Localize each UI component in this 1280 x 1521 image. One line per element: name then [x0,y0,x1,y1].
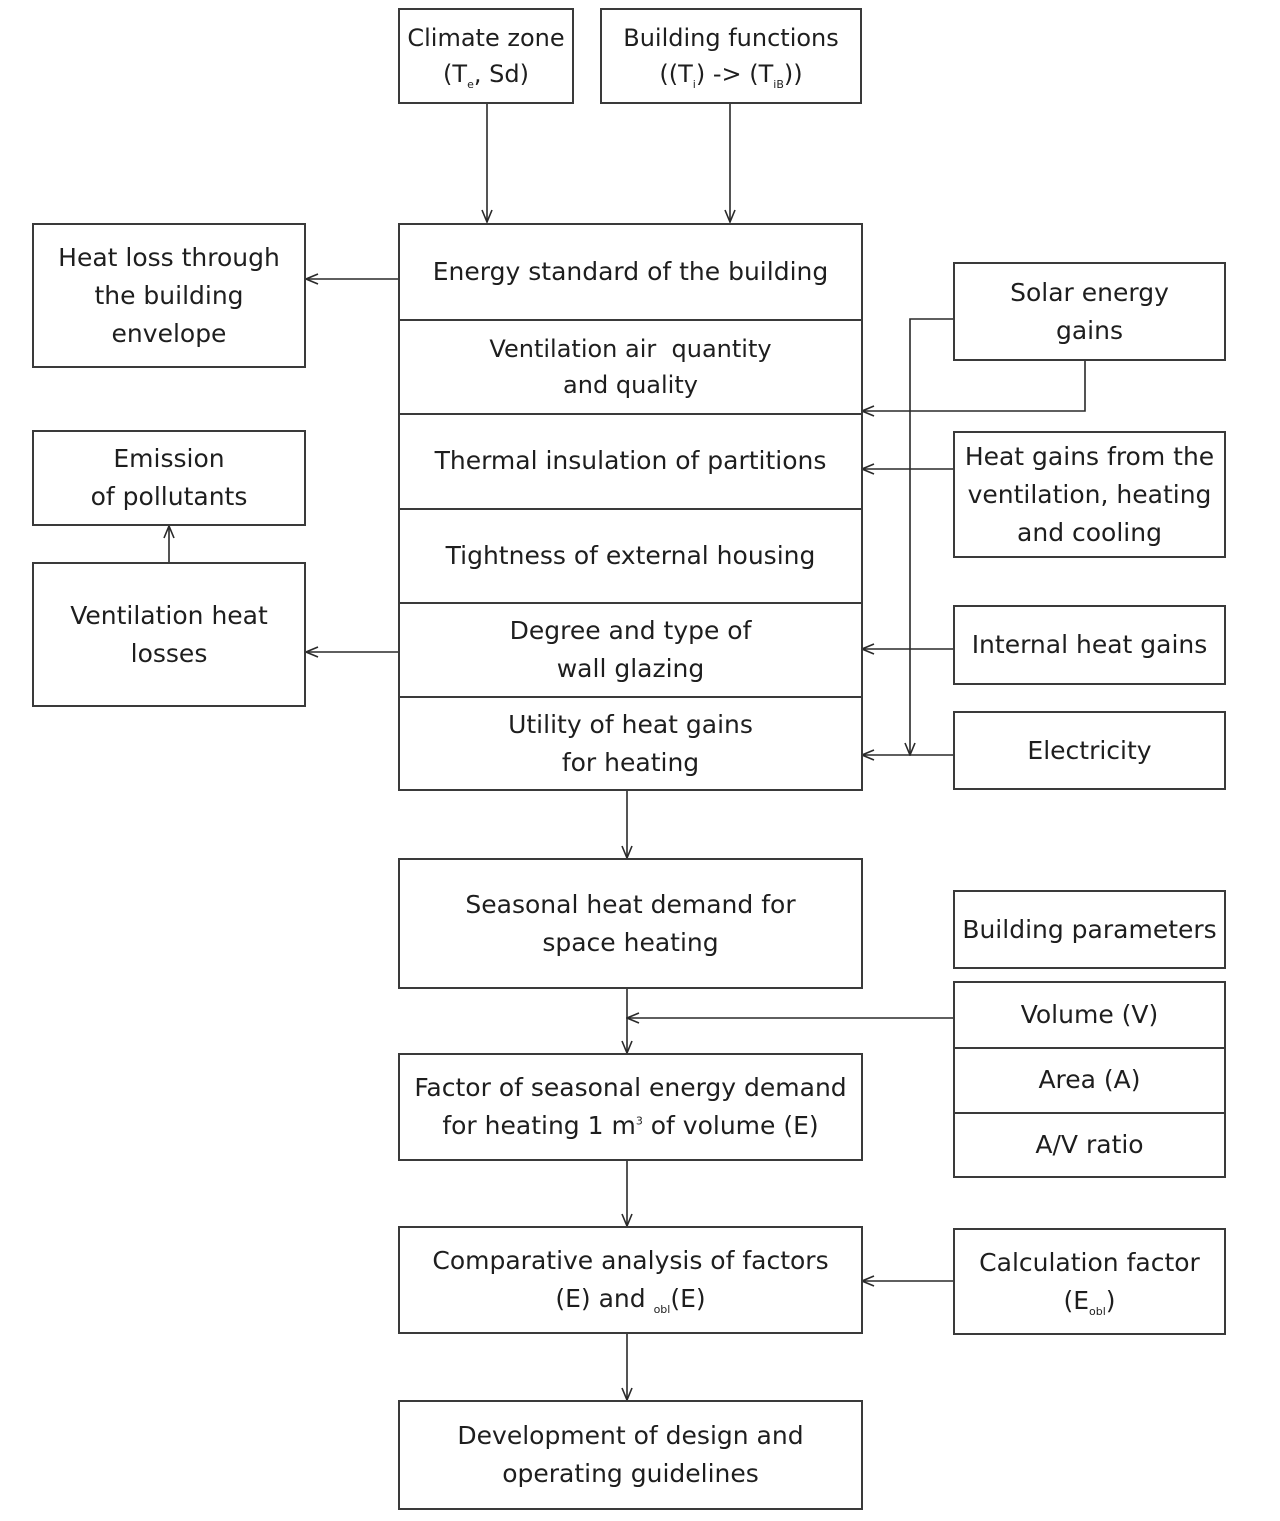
emission-pollutants-box: Emission of pollutants [32,430,306,526]
emission-line-2: of pollutants [90,482,248,511]
solar-gains-line-1: Solar energy [1010,277,1169,307]
tightness-cell: Tightness of external housing [400,510,861,602]
glazing-cell: Degree and type of wall glazing [400,604,861,696]
climate-zone-box: Climate zone (Te, Sd) [398,8,574,104]
building-functions-box: Building functions ((Ti) -> (TiB)) [600,8,862,104]
hvac-gains-box: Heat gains from the ventilation, heating… [953,431,1226,558]
solar-gains-box: Solar energy gains [953,262,1226,361]
comparative-line-1: Comparative analysis of factors [432,1246,829,1275]
arrow-solar-to-stack [862,360,1086,411]
utility-gains-line-1: Utility of heat gains [508,709,753,739]
electricity-box: Electricity [953,711,1226,790]
hvac-gains-line-2: ventilation, heating [967,479,1212,509]
ratio-cell: A/V ratio [955,1114,1224,1176]
hvac-gains-line-1: Heat gains from the [964,441,1215,471]
heat-loss-line-2: the building [94,280,244,310]
stack-divider [400,696,861,698]
climate-zone-title: Climate zone [407,24,565,52]
ventilation-heat-losses-box: Ventilation heat losses [32,562,306,707]
stack-divider [400,413,861,415]
climate-zone-variables: (Te, Sd) [443,60,529,91]
stack-divider [400,508,861,510]
solar-gains-line-2: gains [1055,315,1123,345]
guidelines-line-1: Development of design and [457,1421,804,1450]
factor-demand-line-2: for heating 1 m3 of volume (E) [442,1111,819,1140]
arrow-solar-to-utility [910,318,953,755]
building-factors-stack: Energy standard of the building Ventilat… [398,223,863,791]
glazing-line-1: Degree and type of [509,616,752,645]
ventilation-air-line-1: Ventilation air quantity [489,335,772,363]
thermal-insulation-label: Thermal insulation of partitions [434,446,827,475]
heat-loss-line-1: Heat loss through [58,242,280,272]
building-functions-variables: ((Ti) -> (TiB)) [659,60,803,91]
comparative-analysis-box: Comparative analysis of factors (E) and … [398,1226,863,1334]
utility-gains-cell: Utility of heat gains for heating [400,698,861,789]
thermal-insulation-cell: Thermal insulation of partitions [400,415,861,507]
emission-line-1: Emission [113,444,225,473]
hvac-gains-line-3: and cooling [1017,517,1162,547]
parameters-divider [955,1047,1224,1049]
ventilation-losses-line-1: Ventilation heat [70,600,268,630]
calculation-factor-title: Calculation factor [979,1247,1200,1277]
calculation-factor-symbol: (Eobl) [1063,1285,1116,1318]
utility-gains-line-2: for heating [561,747,700,777]
volume-label: Volume (V) [1020,999,1159,1029]
internal-gains-label: Internal heat gains [971,630,1208,659]
heat-loss-envelope-box: Heat loss through the building envelope [32,223,306,368]
energy-standard-label: Energy standard of the building [432,257,829,286]
tightness-label: Tightness of external housing [445,541,816,570]
guidelines-box: Development of design and operating guid… [398,1400,863,1510]
parameters-divider [955,1112,1224,1114]
stack-divider [400,602,861,604]
building-parameters-title: Building parameters [962,914,1217,944]
factor-demand-line-1: Factor of seasonal energy demand [414,1073,847,1102]
internal-gains-box: Internal heat gains [953,605,1226,685]
area-cell: Area (A) [955,1049,1224,1111]
ventilation-losses-line-2: losses [130,638,208,668]
building-parameters-box: Building parameters [953,890,1226,969]
electricity-label: Electricity [1027,735,1152,765]
factor-demand-box: Factor of seasonal energy demand for hea… [398,1053,863,1161]
seasonal-demand-box: Seasonal heat demand for space heating [398,858,863,989]
heat-loss-line-3: envelope [111,318,227,348]
parameters-table: Volume (V) Area (A) A/V ratio [953,981,1226,1178]
guidelines-line-2: operating guidelines [502,1459,759,1488]
stack-divider [400,319,861,321]
building-functions-title: Building functions [623,24,839,52]
comparative-line-2: (E) and obl(E) [555,1284,706,1316]
seasonal-demand-line-1: Seasonal heat demand for [465,889,796,919]
ventilation-air-cell: Ventilation air quantity and quality [400,321,861,413]
calculation-factor-box: Calculation factor (Eobl) [953,1228,1226,1335]
area-label: Area (A) [1038,1065,1141,1094]
ratio-label: A/V ratio [1035,1130,1144,1159]
volume-cell: Volume (V) [955,983,1224,1046]
glazing-line-2: wall glazing [556,654,705,683]
seasonal-demand-line-2: space heating [542,927,719,957]
ventilation-air-line-2: and quality [563,371,698,399]
energy-standard-cell: Energy standard of the building [400,225,861,319]
